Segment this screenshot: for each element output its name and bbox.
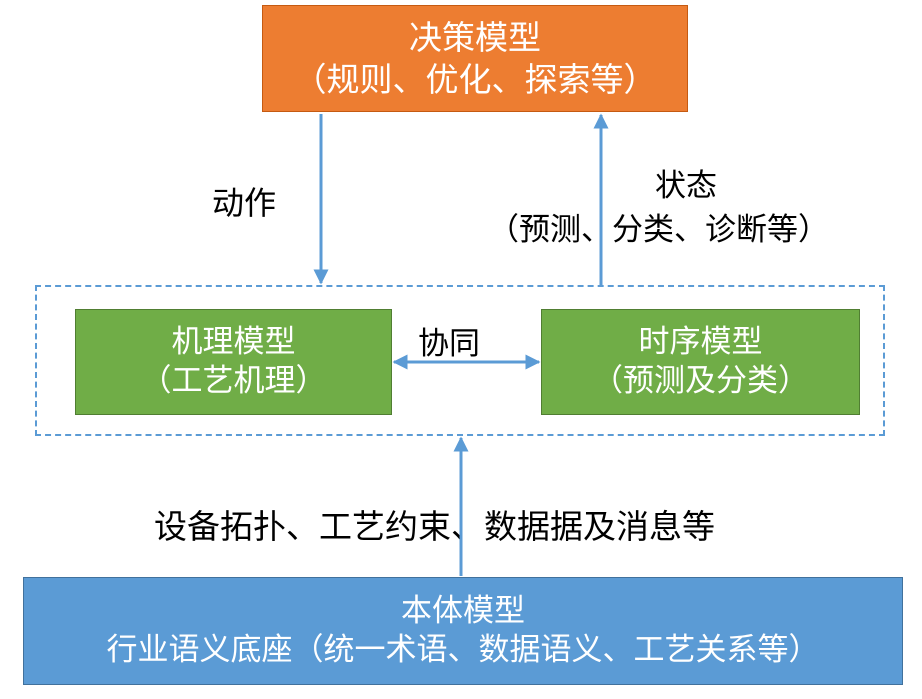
mechanism-model-title: 机理模型 xyxy=(171,324,296,361)
data-flow-edge-label: 设备拓扑、工艺约束、数据据及消息等 xyxy=(154,507,715,546)
ontology-model-subtitle: 行业语义底座（统一术语、数据语义、工艺关系等） xyxy=(106,632,820,668)
model-group-frame xyxy=(35,285,885,436)
timeseries-model-subtitle: （预测及分类） xyxy=(592,363,809,399)
mechanism-model-subtitle: （工艺机理） xyxy=(140,363,327,399)
mechanism-model-box: 机理模型 （工艺机理） xyxy=(75,309,392,415)
ontology-model-title: 本体模型 xyxy=(401,593,525,630)
decision-model-box: 决策模型 （规则、优化、探索等） xyxy=(262,5,688,112)
timeseries-model-title: 时序模型 xyxy=(638,324,763,361)
state-edge-detail: （预测、分类、诊断等） xyxy=(488,212,829,248)
timeseries-model-box: 时序模型 （预测及分类） xyxy=(541,309,860,415)
decision-model-subtitle: （规则、优化、探索等） xyxy=(293,59,657,99)
decision-model-title: 决策模型 xyxy=(409,18,541,58)
action-edge-label: 动作 xyxy=(212,184,277,222)
ontology-model-box: 本体模型 行业语义底座（统一术语、数据语义、工艺关系等） xyxy=(23,577,903,685)
state-edge-label: 状态 xyxy=(655,168,717,204)
